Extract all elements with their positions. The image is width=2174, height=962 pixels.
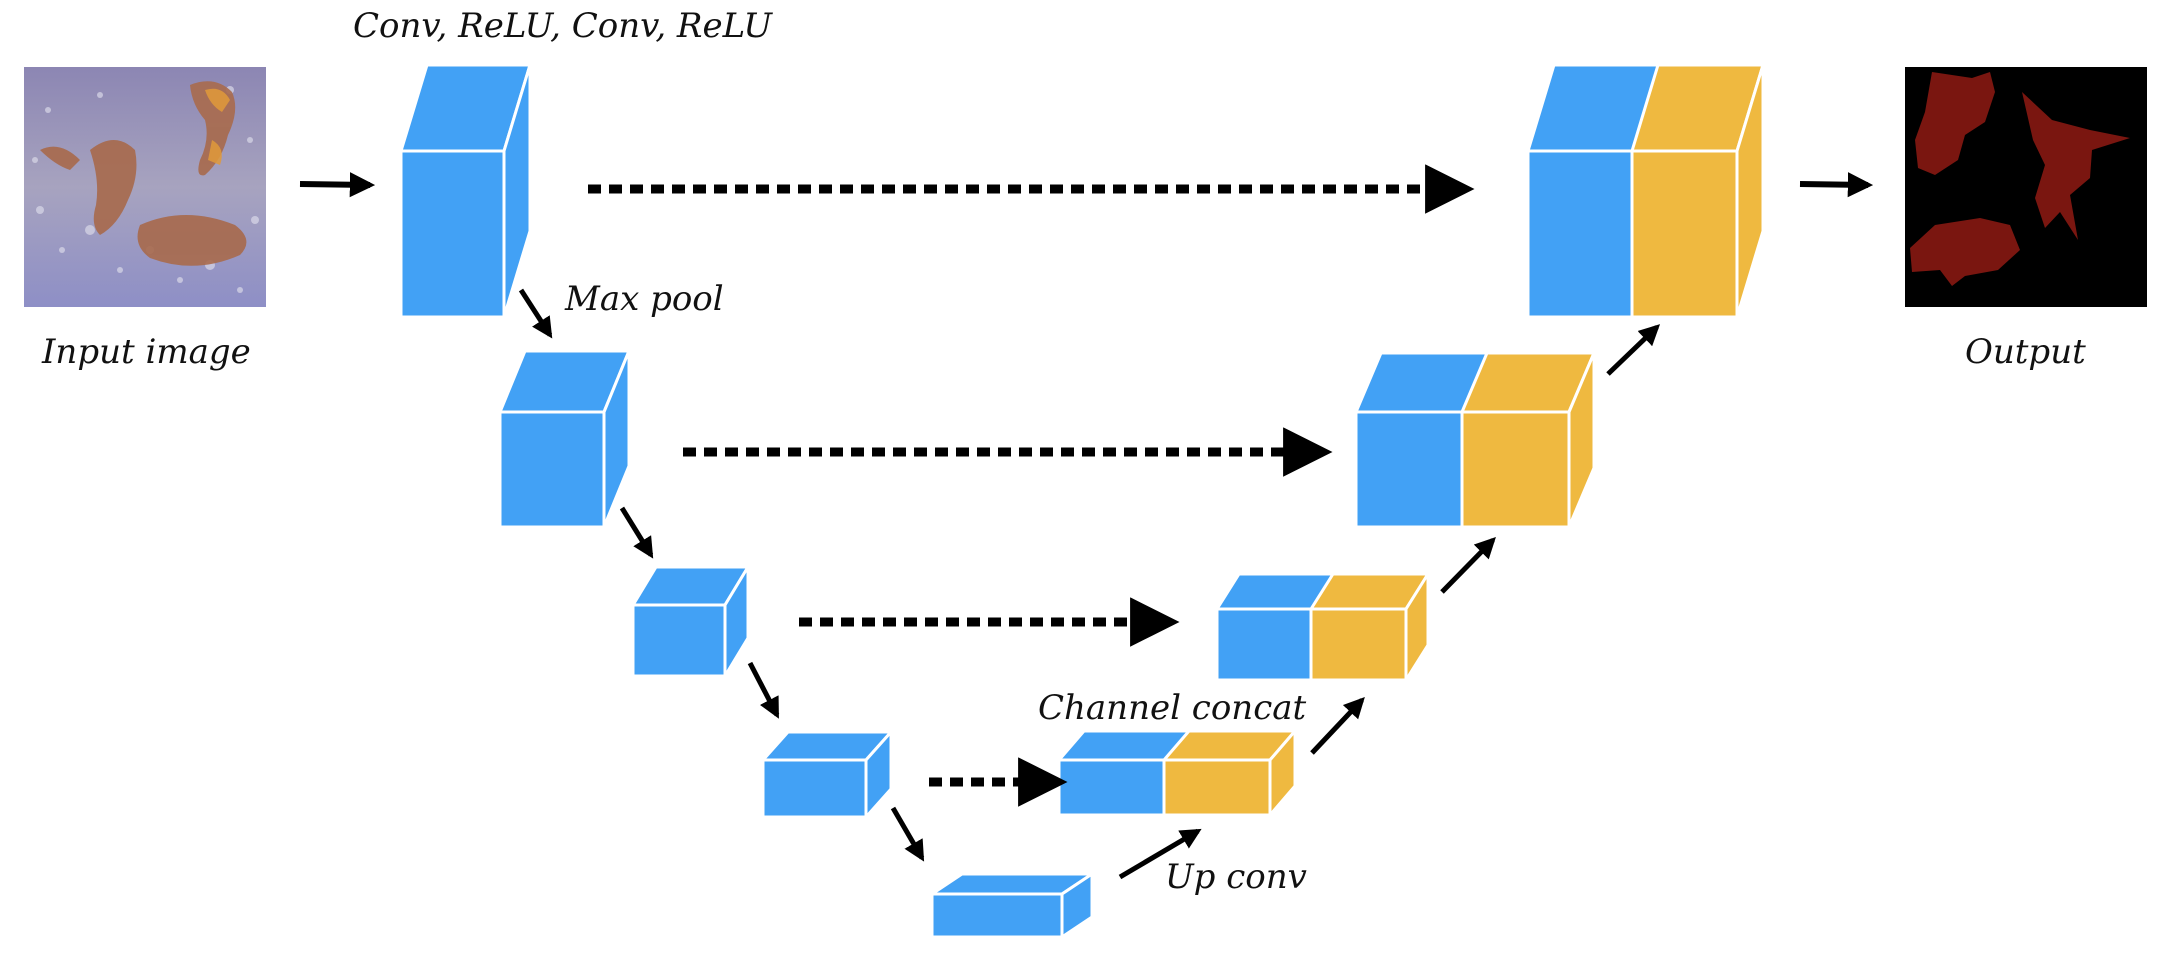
decoder-block-2-up — [1460, 351, 1596, 529]
up-conv-arrows — [1118, 324, 1661, 880]
mask-region-3 — [1910, 218, 2020, 286]
input-image — [24, 67, 266, 307]
max-pool-arrow-4 — [890, 806, 925, 862]
max-pool-arrow-3 — [747, 661, 780, 719]
input-arrow — [299, 172, 376, 198]
mask-region-1 — [1915, 72, 1995, 175]
encoder-block-2 — [498, 349, 631, 529]
output-label: Output — [1965, 332, 2086, 372]
skip-connections — [588, 164, 1475, 807]
max-pool-arrows — [518, 288, 925, 862]
channel-concat-label: Channel concat — [1038, 688, 1307, 728]
layer-ops-label: Conv, ReLU, Conv, ReLU — [353, 6, 773, 46]
mask-region-2 — [2022, 92, 2130, 240]
up-conv-label: Up conv — [1165, 857, 1307, 897]
bottleneck-block — [930, 872, 1094, 939]
output-arrow — [1799, 172, 1874, 198]
encoder-block-3 — [631, 565, 750, 678]
decoder-block-1-up — [1630, 63, 1765, 319]
encoder-block-1 — [399, 63, 532, 319]
input-image-label: Input image — [41, 332, 251, 372]
up-conv-arrow-3 — [1440, 537, 1496, 594]
decoder-block-3-up — [1309, 572, 1430, 682]
max-pool-label: Max pool — [564, 279, 724, 319]
up-conv-arrow-1 — [1118, 828, 1202, 880]
up-conv-arrow-2 — [1310, 696, 1365, 755]
decoder-block-4-up — [1162, 729, 1297, 817]
output-mask — [1905, 67, 2147, 307]
max-pool-arrow-2 — [619, 506, 654, 559]
up-conv-arrow-4 — [1606, 324, 1661, 376]
decoder-block-4-skip — [1057, 729, 1192, 817]
max-pool-arrow-1 — [518, 288, 553, 339]
encoder-block-4 — [761, 730, 893, 819]
